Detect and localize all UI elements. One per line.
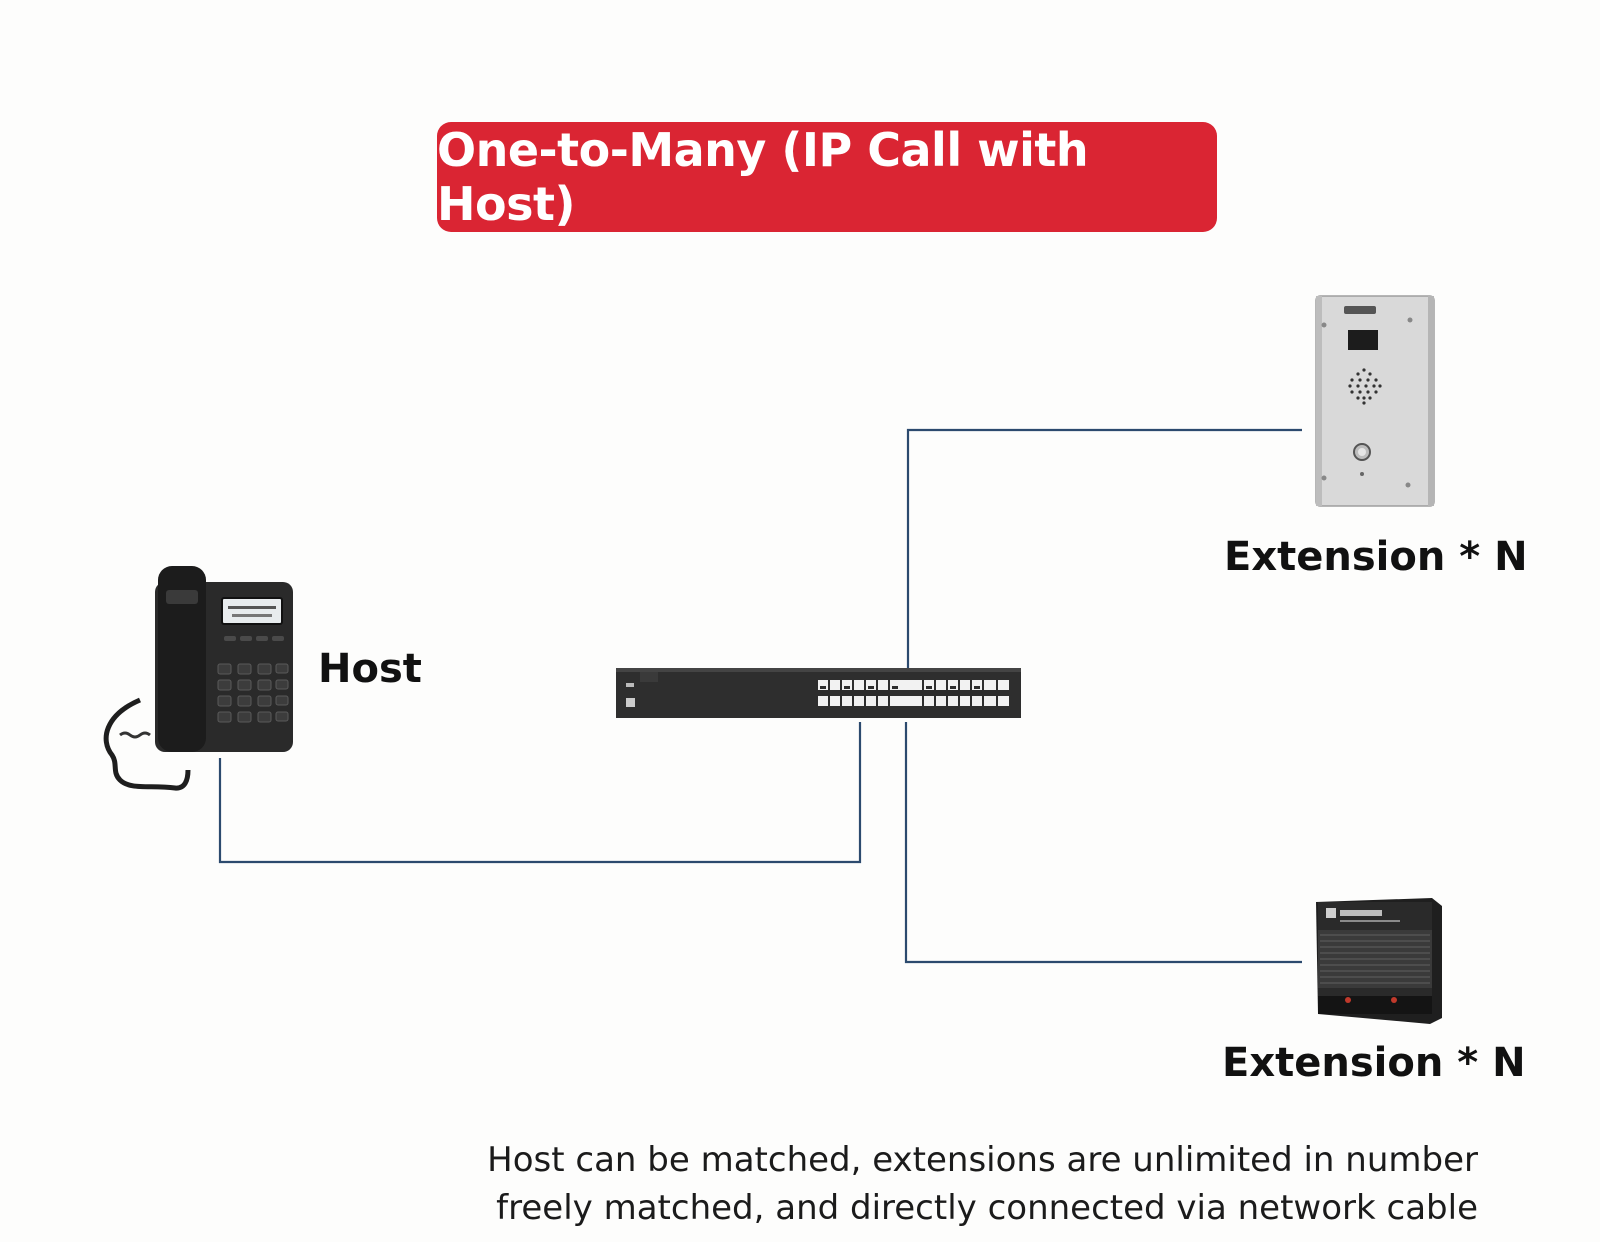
extension-panel-label: Extension * N [1224,534,1528,580]
caption-line-2: freely matched, and directly connected v… [496,1188,1478,1228]
intercom-box-icon [1316,898,1442,1024]
network-switch-icon [616,668,1021,718]
host-label: Host [318,646,422,692]
switch-to-extension-box-cable [904,722,1302,964]
host-to-switch-cable [218,722,862,864]
intercom-panel-icon [1315,295,1435,507]
switch-to-extension-panel-cable [906,428,1302,668]
caption: Host can be matched, extensions are unli… [487,1136,1478,1232]
caption-line-1: Host can be matched, extensions are unli… [487,1140,1478,1180]
diagram-title: One-to-Many (IP Call with Host) [437,123,1089,231]
title-banner: One-to-Many (IP Call with Host) [437,122,1217,232]
extension-box-label: Extension * N [1222,1040,1526,1086]
desk-ip-phone-icon [103,566,293,791]
